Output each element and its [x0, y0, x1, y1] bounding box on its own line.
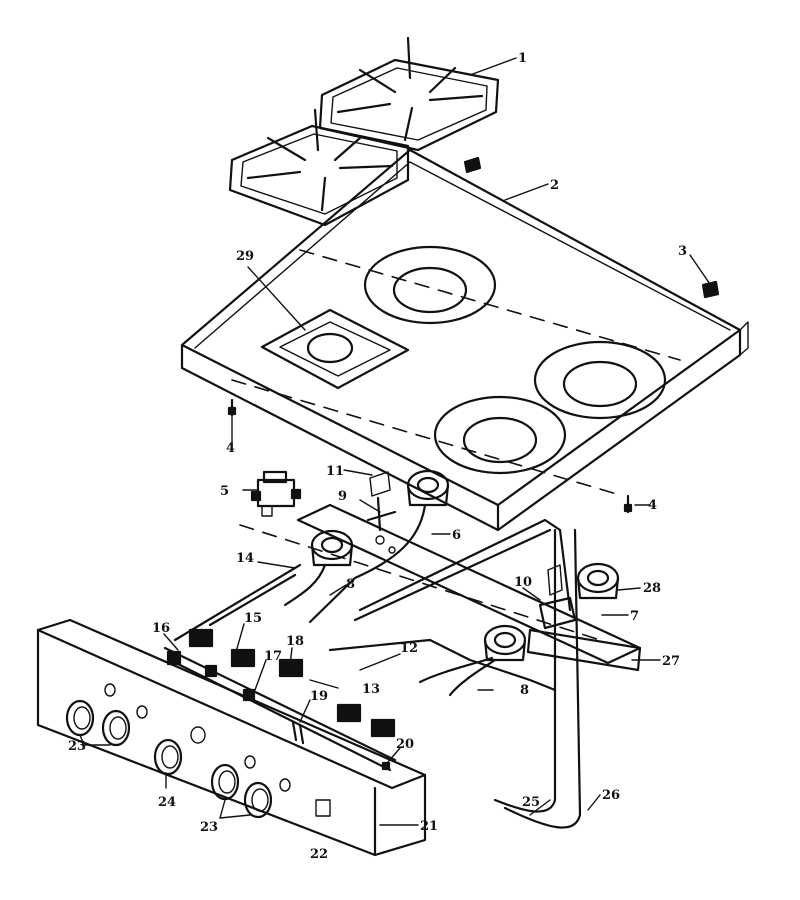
supply-tube-25 — [493, 528, 557, 813]
burner-opening-right — [533, 340, 667, 420]
screw-20 — [381, 761, 391, 771]
callout-8-front: 8 — [520, 683, 529, 698]
cooktop-main-top — [180, 148, 749, 532]
callout-22: 22 — [310, 847, 328, 862]
callout-13: 13 — [362, 682, 380, 697]
callout-6: 6 — [452, 528, 461, 543]
control-knob-4 — [210, 763, 240, 801]
callout-15: 15 — [244, 611, 262, 626]
callout-17: 17 — [264, 649, 282, 664]
callout-20: 20 — [396, 737, 414, 752]
control-knob-1 — [65, 699, 95, 737]
pressure-regulator — [250, 470, 302, 517]
callout-9: 9 — [338, 489, 347, 504]
callout-4-right: 4 — [648, 498, 657, 513]
supply-tube-26 — [503, 528, 582, 829]
callout-16: 16 — [152, 621, 170, 636]
callout-1: 1 — [518, 51, 527, 66]
burner-opening-rear — [363, 245, 497, 325]
control-panel — [36, 618, 427, 857]
callout-23-right: 23 — [200, 820, 218, 835]
callout-10: 10 — [514, 575, 532, 590]
igniter-bracket-right — [538, 564, 577, 630]
control-knob-2 — [101, 709, 131, 747]
leader-lines — [79, 57, 713, 826]
callout-5: 5 — [220, 484, 229, 499]
gas-line-main — [328, 638, 557, 692]
callout-11: 11 — [326, 464, 344, 479]
callout-18: 18 — [286, 634, 304, 649]
burner-tube-rear — [308, 503, 427, 624]
callout-26: 26 — [602, 788, 620, 803]
panel-hole-4 — [244, 755, 256, 769]
callout-7: 7 — [630, 609, 639, 624]
igniter-bracket-rear — [366, 471, 397, 554]
simmer-plate — [260, 308, 410, 390]
control-knob-5 — [243, 781, 273, 819]
burner-opening-front — [433, 395, 567, 475]
burner-tube-front-2 — [418, 656, 494, 684]
panel-hole-1 — [104, 683, 116, 697]
panel-switch — [315, 799, 331, 817]
callout-27: 27 — [662, 654, 680, 669]
burner-head-right — [576, 562, 620, 600]
burner-tube-front — [448, 658, 497, 697]
callout-14: 14 — [236, 551, 254, 566]
callout-25: 25 — [522, 795, 540, 810]
burner-head-front — [483, 624, 527, 662]
burner-grate-front — [228, 108, 410, 227]
manifold-tube-long — [173, 563, 302, 642]
gas-manifold — [163, 628, 397, 772]
callout-23-left: 23 — [68, 739, 86, 754]
burner-head-rear — [406, 469, 450, 507]
callout-19: 19 — [310, 689, 328, 704]
callout-28: 28 — [643, 581, 661, 596]
panel-hole-3 — [190, 726, 206, 744]
callout-24: 24 — [158, 795, 176, 810]
callout-3: 3 — [678, 244, 687, 259]
panel-hole-5 — [279, 778, 291, 792]
manifold-tube-rear — [353, 518, 572, 622]
screw-19 — [291, 720, 305, 745]
control-knob-3 — [153, 738, 183, 776]
burner-support-bracket-right — [526, 628, 642, 672]
screw-right — [623, 494, 633, 514]
callout-8-left: 8 — [346, 577, 355, 592]
cooktop-clip-right — [701, 280, 720, 299]
cooktop-clip-left — [463, 156, 482, 174]
callout-29: 29 — [236, 249, 254, 264]
callout-4-left: 4 — [226, 441, 235, 456]
callout-2: 2 — [550, 178, 559, 193]
callout-21: 21 — [420, 819, 438, 834]
callout-12: 12 — [400, 641, 418, 656]
burner-tube-left — [283, 563, 327, 607]
screw-left — [227, 398, 237, 417]
panel-hole-2 — [136, 705, 148, 719]
